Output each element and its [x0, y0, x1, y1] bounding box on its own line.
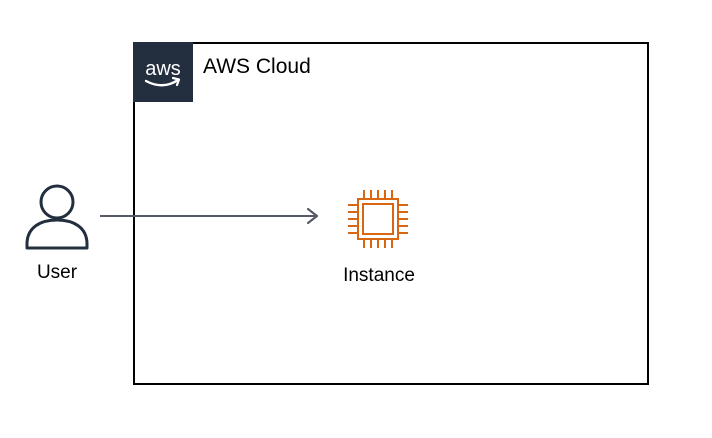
instance-label: Instance [343, 265, 415, 286]
aws-logo-text: aws [145, 58, 181, 80]
user-label: User [36, 262, 78, 283]
aws-logo-icon: aws [144, 58, 181, 87]
cloud-group-title: AWS Cloud [203, 55, 311, 78]
ec2-instance-icon [348, 190, 408, 248]
aws-logo-badge: aws [133, 42, 193, 102]
user-icon [25, 184, 89, 250]
aws-cloud-group [133, 42, 649, 385]
connection-arrow [100, 207, 319, 225]
